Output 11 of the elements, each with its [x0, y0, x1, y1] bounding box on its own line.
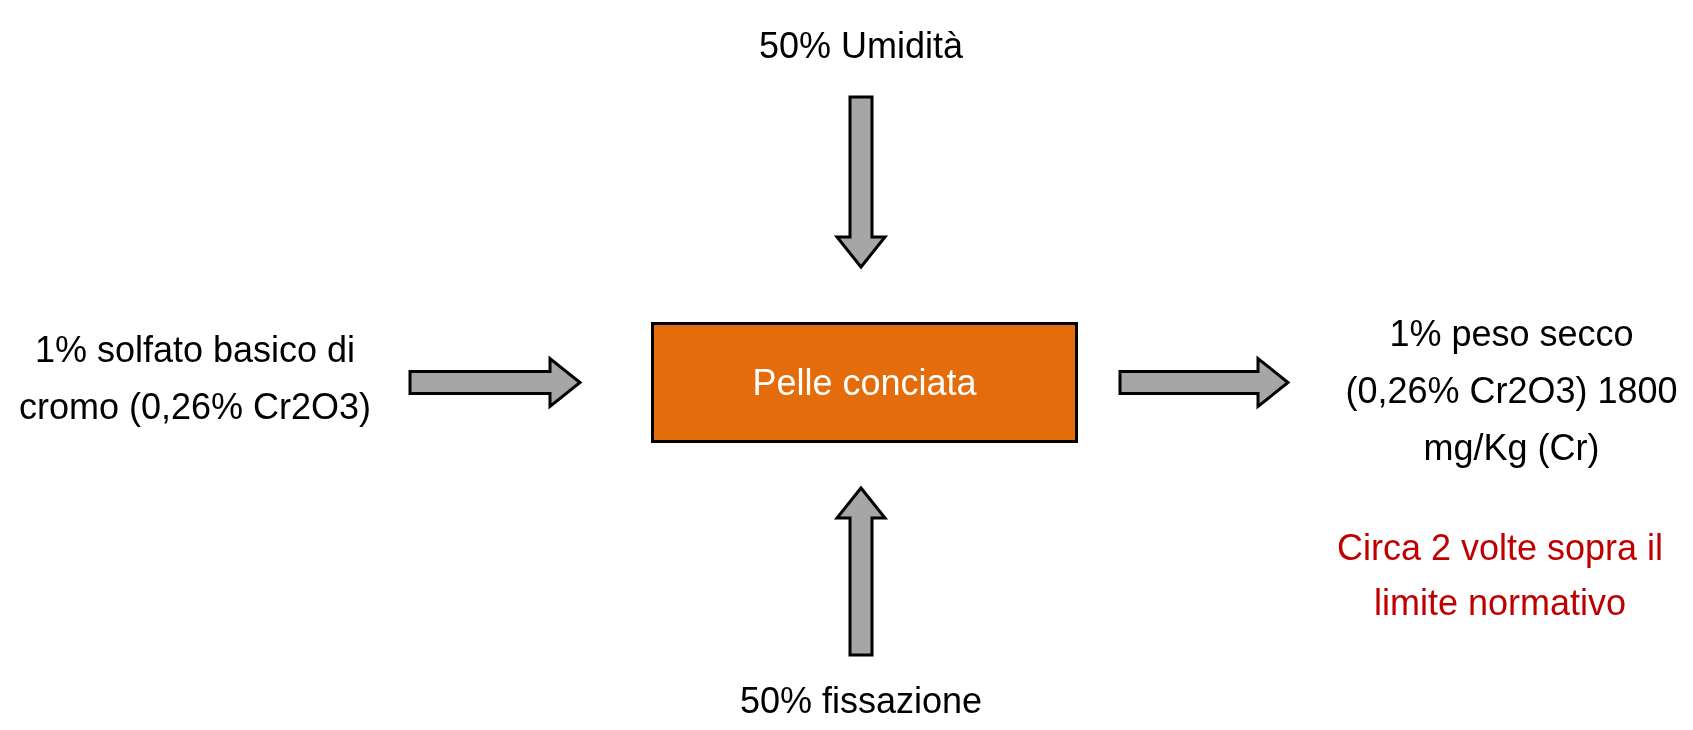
block-arrow: [1118, 355, 1291, 410]
block-arrow: [408, 355, 583, 410]
flow-label: 50% fissazione: [739, 678, 983, 723]
flow-label: 50% Umidità: [758, 23, 964, 68]
note: Circa 2 volte sopra il limite normativo: [1335, 526, 1665, 625]
block-arrow: [833, 95, 889, 270]
flow-label: 1% solfato basico di cromo (0,26% Cr2O3): [17, 327, 373, 429]
flow-label: 1% peso secco (0,26% Cr2O3) 1800 mg/Kg (Cr): [1344, 311, 1679, 470]
process-label: Pelle conciata: [752, 361, 977, 405]
block-arrow: [833, 485, 889, 657]
process-box: [651, 322, 1078, 443]
